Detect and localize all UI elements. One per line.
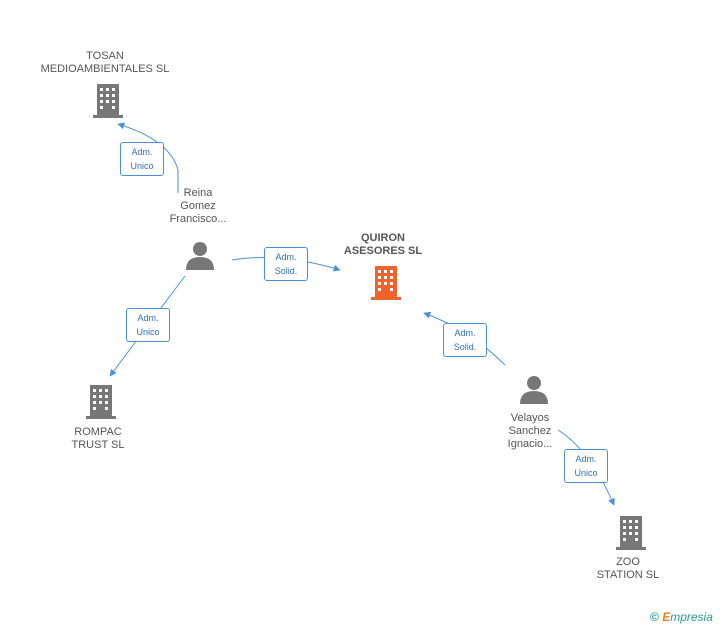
zoo-name-line1: ZOO [616,556,640,568]
relation-role: Adm. [131,147,153,157]
relation-role: Adm. [454,328,476,338]
tosan-name-line2: MEDIOAMBIENTALES SL [40,63,170,75]
relation-type: Unico [130,161,154,171]
reina-name-line3: Francisco... [169,213,227,225]
relation-type: Unico [574,468,598,478]
relation-role: Adm. [275,252,297,262]
relation-type: Solid. [453,342,477,352]
copyright-icon: © [650,610,659,624]
velayos-name-line3: Ignacio... [507,438,553,450]
relation-reina-rompac[interactable]: Adm. Unico [126,308,170,342]
empresia-logo: © Empresia [650,610,713,624]
quiron-label[interactable]: QUIRON ASESORES SL [303,232,463,258]
quiron-name-line1: QUIRON [361,232,405,244]
relation-role: Adm. [575,454,597,464]
zoo-name-line2: STATION SL [596,569,660,581]
relation-velayos-zoo[interactable]: Adm. Unico [564,449,608,483]
velayos-person-icon [520,376,548,404]
relation-type: Unico [136,327,160,337]
zoo-building-icon [616,516,646,550]
velayos-name-line1: Velayos [510,412,550,424]
relation-reina-quiron[interactable]: Adm. Solid. [264,247,308,281]
rompac-name-line1: ROMPAC [74,426,122,438]
relation-reina-tosan[interactable]: Adm. Unico [120,142,164,176]
reina-name-line1: Reina [183,187,213,199]
relation-type: Solid. [274,266,298,276]
velayos-name-line2: Sanchez [508,425,552,437]
brand-rest: mpresia [670,610,713,624]
quiron-building-icon [371,266,401,300]
reina-person-icon [186,242,214,270]
zoo-label[interactable]: ZOO STATION SL [548,556,708,582]
relation-role: Adm. [137,313,159,323]
relation-velayos-quiron[interactable]: Adm. Solid. [443,323,487,357]
velayos-label[interactable]: Velayos Sanchez Ignacio... [450,412,610,451]
rompac-name-line2: TRUST SL [71,439,125,451]
quiron-name-line2: ASESORES SL [343,245,423,257]
tosan-label[interactable]: TOSAN MEDIOAMBIENTALES SL [25,50,185,76]
brand-initial: E [662,610,671,624]
tosan-building-icon [93,84,123,118]
reina-label[interactable]: Reina Gomez Francisco... [118,187,278,226]
rompac-label[interactable]: ROMPAC TRUST SL [18,426,178,452]
reina-name-line2: Gomez [180,200,216,212]
tosan-name-line1: TOSAN [86,50,124,62]
rompac-building-icon [86,385,116,419]
